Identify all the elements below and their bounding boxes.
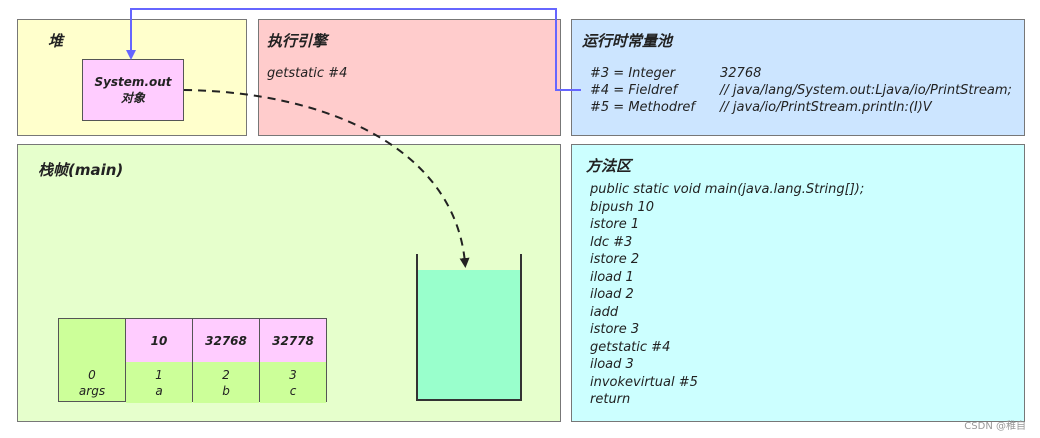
constant-value: 32768 [720,66,762,81]
method-area-panel: 方法区 public static void main(java.lang.St… [571,144,1025,422]
slot-index: 3 [289,367,297,382]
constant-value: // java/lang/System.out:Ljava/io/PrintSt… [720,83,1012,98]
execution-engine-title: 执行引擎 [267,32,328,50]
slot-name: c [289,383,297,398]
local-slot-value: 32778 [260,319,326,363]
system-out-object: System.out 对象 [82,59,184,121]
constant-pool-title: 运行时常量池 [582,32,673,50]
slot-name: b [222,383,230,398]
local-slot-2: 32768 2 b [192,318,260,403]
operand-stack-fill [418,269,520,399]
bytecode-line: invokevirtual #5 [590,374,698,390]
bytecode-line: bipush 10 [590,199,655,215]
stack-frame-panel: 栈帧(main) 0 args 10 1 a 32768 2 b 32778 [17,144,561,422]
heap-title: 堆 [48,32,64,50]
watermark: CSDN @稚自 [964,421,1026,432]
execution-engine-panel: 执行引擎 getstatic #4 [258,19,561,136]
local-slot-value: 10 [126,319,192,363]
operand-stack [416,254,522,401]
slot-index: 1 [155,367,163,382]
slot-index: 0 [88,367,96,382]
constant-value: // java/io/PrintStream.println:(I)V [720,100,932,115]
slot-name: args [78,383,106,398]
local-slot-0: 0 args [58,318,126,402]
constant-index: #5 = Methodref [590,100,695,115]
constant-index: #4 = Fieldref [590,83,678,98]
heap-panel: 堆 System.out 对象 [17,19,247,136]
local-slot-label: 1 a [126,362,192,403]
bytecode-line: istore 3 [590,322,640,337]
bytecode-line: getstatic #4 [590,339,671,355]
local-slot-value [59,319,125,362]
local-slot-label: 2 b [193,362,259,403]
bytecode-line: return [590,392,631,407]
bytecode-line: istore 1 [590,217,640,232]
runtime-constant-pool-panel: 运行时常量池 #3 = Integer 32768 #4 = Fieldref … [571,19,1025,136]
slot-name: a [155,383,163,398]
constant-index: #3 = Integer [590,66,676,81]
local-slot-label: 0 args [59,362,125,403]
bytecode-line: iadd [590,304,619,320]
bytecode-line: iload 3 [590,357,634,372]
current-instruction: getstatic #4 [267,66,348,81]
bytecode-line: istore 2 [590,252,640,267]
bytecode-line: iload 2 [590,287,634,302]
stack-frame-title: 栈帧(main) [38,161,124,179]
bytecode-line: iload 1 [590,269,634,285]
slot-index: 2 [222,367,230,382]
system-out-label: System.out [94,75,172,89]
local-slot-value: 32768 [193,319,259,363]
object-label: 对象 [120,91,145,105]
local-slot-1: 10 1 a [125,318,193,403]
bytecode-line: ldc #3 [590,234,633,250]
local-slot-label: 3 c [260,362,326,403]
local-slot-3: 32778 3 c [259,318,327,403]
method-area-title: 方法区 [586,157,632,175]
bytecode-line: public static void main(java.lang.String… [590,182,865,197]
